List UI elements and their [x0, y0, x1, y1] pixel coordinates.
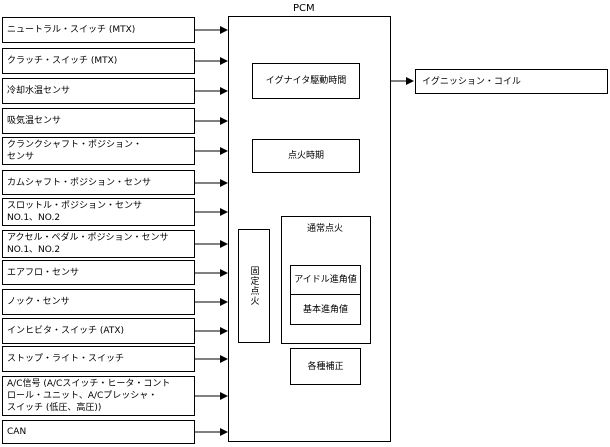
- ignition-coil-label: イグニッション・コイル: [422, 76, 521, 87]
- input-box: ノック・センサ: [2, 289, 195, 315]
- input-box: インヒビタ・スイッチ (ATX): [2, 318, 195, 344]
- input-box: 吸気温センサ: [2, 108, 195, 134]
- input-label: カムシャフト・ポジション・センサ: [7, 177, 152, 188]
- fixed-ignition-label: 固定点火: [248, 266, 259, 306]
- input-label: CAN: [7, 427, 27, 437]
- input-label: クランクシャフト・ポジション・ センサ: [7, 140, 143, 162]
- corrections-box: 各種補正: [290, 348, 361, 385]
- ignition-coil-box: イグニッション・コイル: [415, 69, 608, 94]
- input-box: アクセル・ペダル・ポジション・センサ NO.1、NO.2: [2, 230, 195, 258]
- idle-advance-label: アイドル進角値: [294, 274, 357, 285]
- ignition-timing-label: 点火時期: [287, 151, 324, 161]
- input-box: スロットル・ポジション・センサ NO.1、NO.2: [2, 198, 195, 226]
- input-label: アクセル・ペダル・ポジション・センサ NO.1、NO.2: [7, 233, 169, 255]
- input-label: 吸気温センサ: [7, 116, 62, 126]
- input-label: A/C信号 (A/Cスイッチ・ヒータ・コント ロール・ユニット、A/Cプレッシャ…: [7, 379, 171, 413]
- input-label: ノック・センサ: [7, 297, 70, 307]
- fixed-ignition-box: 固定点火: [238, 229, 270, 343]
- normal-ignition-label: 通常点火: [307, 224, 344, 234]
- base-advance-cell: 基本進角値: [290, 295, 361, 325]
- input-box: エアフロ・センサ: [2, 260, 195, 285]
- advance-group-box: [290, 265, 361, 325]
- input-box: A/C信号 (A/Cスイッチ・ヒータ・コント ロール・ユニット、A/Cプレッシャ…: [2, 376, 195, 416]
- pcm-label: PCM: [293, 3, 315, 14]
- input-label: スロットル・ポジション・センサ NO.1、NO.2: [7, 201, 143, 223]
- igniter-drive-time-box: イグナイタ駆動時間: [252, 63, 360, 99]
- input-box: クラッチ・スイッチ (MTX): [2, 48, 195, 74]
- input-box: 冷却水温センサ: [2, 78, 195, 104]
- corrections-label: 各種補正: [307, 361, 344, 372]
- igniter-drive-time-label: イグナイタ駆動時間: [265, 76, 347, 86]
- input-box: ストップ・ライト・スイッチ: [2, 346, 195, 372]
- input-label: ストップ・ライト・スイッチ: [7, 354, 125, 364]
- input-box: クランクシャフト・ポジション・ センサ: [2, 137, 195, 165]
- input-box: ニュートラル・スイッチ (MTX): [2, 17, 195, 43]
- input-label: ニュートラル・スイッチ (MTX): [7, 25, 136, 35]
- input-label: インヒビタ・スイッチ (ATX): [7, 326, 125, 336]
- input-label: エアフロ・センサ: [7, 267, 80, 278]
- ignition-timing-box: 点火時期: [252, 139, 360, 173]
- input-box: CAN: [2, 420, 195, 444]
- input-label: 冷却水温センサ: [7, 86, 71, 96]
- input-arrows: [195, 26, 228, 436]
- input-label: クラッチ・スイッチ (MTX): [7, 56, 118, 66]
- base-advance-label: 基本進角値: [302, 305, 348, 315]
- input-box: カムシャフト・ポジション・センサ: [2, 170, 195, 195]
- idle-advance-cell: アイドル進角値: [290, 265, 361, 295]
